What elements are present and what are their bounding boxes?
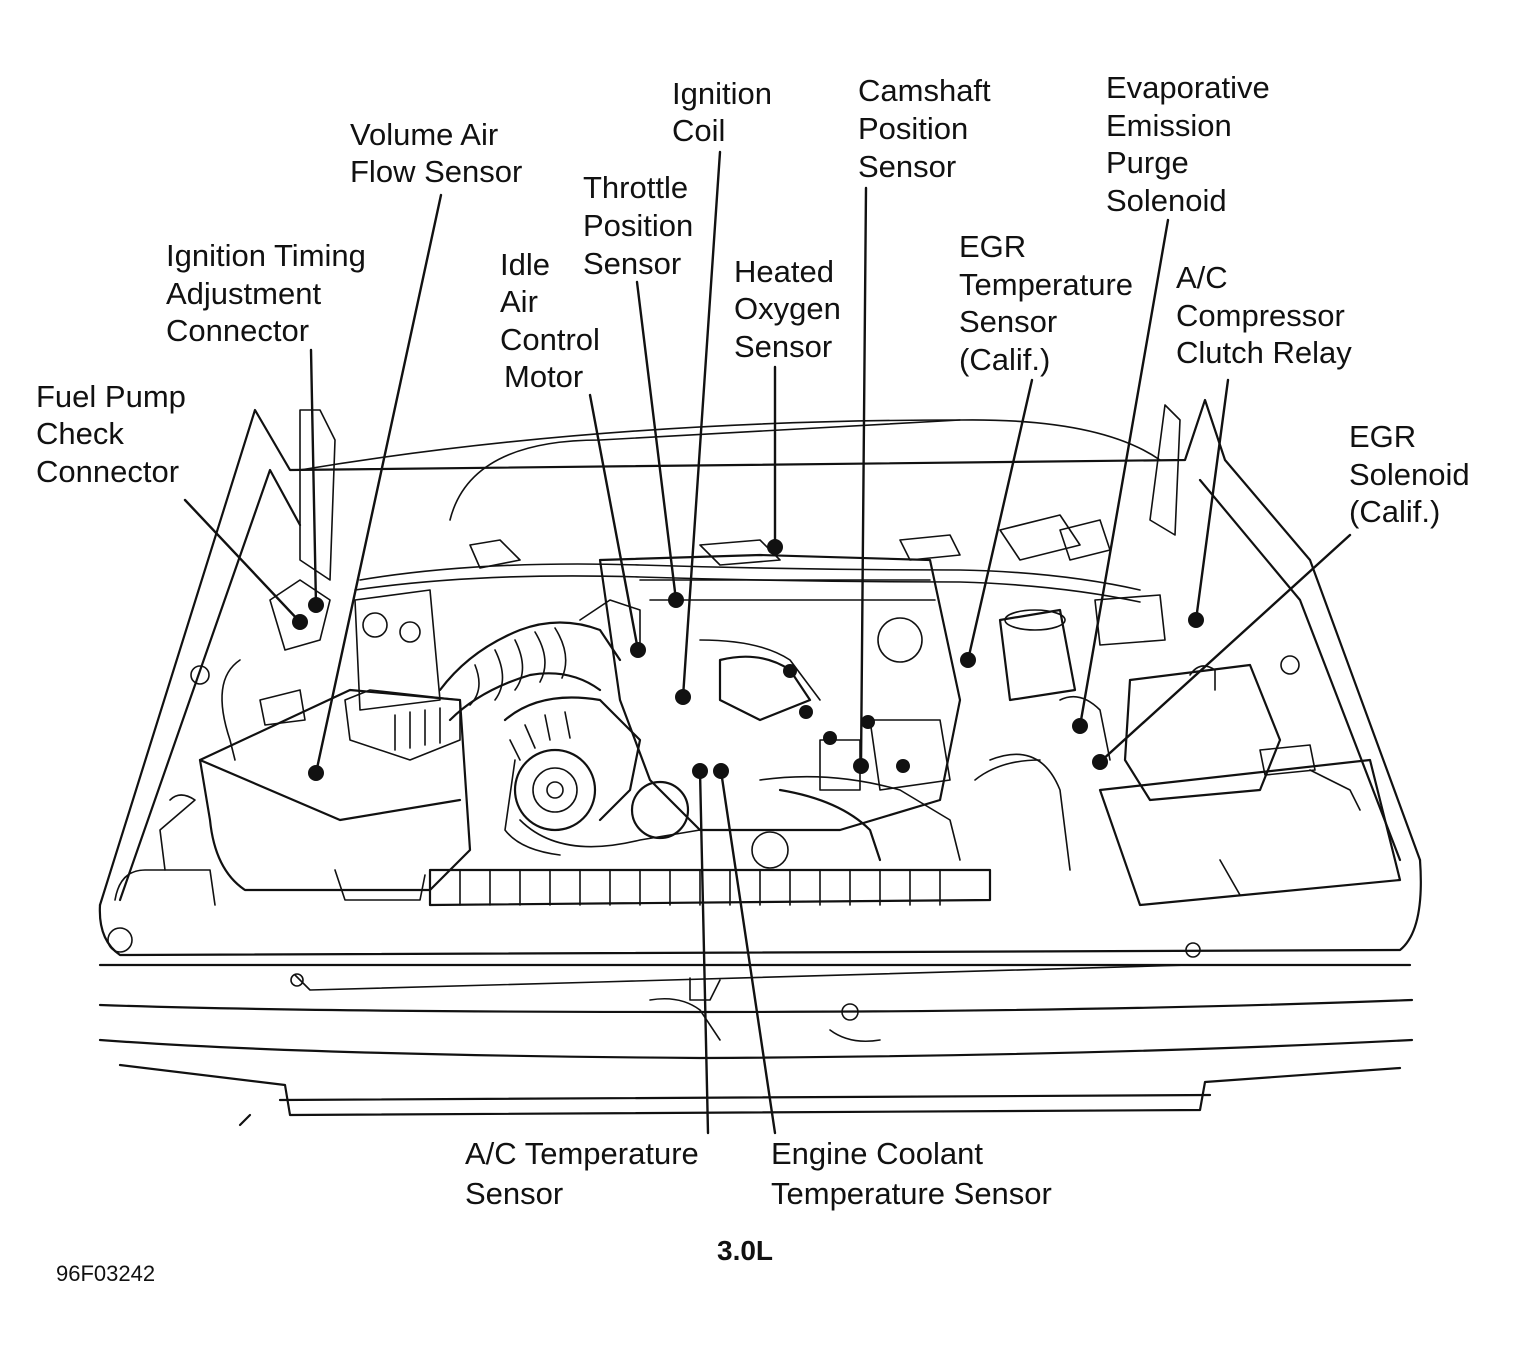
label-ac-compressor-clutch-relay: A/C Compressor Clutch Relay bbox=[1176, 260, 1353, 370]
engine-block bbox=[598, 553, 962, 862]
figure-code: 96F03242 bbox=[56, 1261, 155, 1286]
dot-ac-temperature-sensor bbox=[692, 763, 708, 779]
dot-misc-2 bbox=[799, 705, 813, 719]
left-components bbox=[159, 579, 441, 871]
dot-idle-air-control-motor bbox=[630, 642, 646, 658]
callout-labels: Volume Air Flow Sensor Ignition Coil Cam… bbox=[36, 70, 1478, 1286]
dot-throttle-position-sensor bbox=[668, 592, 684, 608]
dot-misc-5 bbox=[896, 759, 910, 773]
radiator bbox=[428, 831, 992, 907]
label-egr-temperature-sensor: EGR Temperature Sensor (Calif.) bbox=[959, 229, 1142, 377]
engine-bay-artwork bbox=[98, 398, 1422, 1127]
dot-ac-compressor-clutch-relay bbox=[1188, 612, 1204, 628]
leader-ignition-coil bbox=[681, 150, 722, 699]
label-egr-solenoid: EGR Solenoid (Calif.) bbox=[1349, 419, 1478, 529]
intake-duct bbox=[438, 599, 641, 722]
dot-egr-temperature-sensor bbox=[960, 652, 976, 668]
dot-volume-air-flow-sensor bbox=[308, 765, 324, 781]
dot-evaporative-emission-purge-solenoid bbox=[1072, 718, 1088, 734]
label-fuel-pump-check-connector: Fuel Pump Check Connector bbox=[36, 379, 195, 489]
figure-caption: 3.0L bbox=[717, 1235, 773, 1266]
label-ignition-timing-adjustment-connector: Ignition Timing Adjustment Connector bbox=[166, 238, 375, 348]
leader-ignition-timing-adjustment-connector bbox=[309, 348, 318, 607]
leader-camshaft-position-sensor bbox=[859, 186, 868, 768]
right-components bbox=[974, 594, 1402, 907]
dot-ignition-coil bbox=[675, 689, 691, 705]
leader-idle-air-control-motor bbox=[588, 393, 640, 652]
label-idle-air-control-motor: Idle Air Control Motor bbox=[500, 247, 609, 394]
label-engine-coolant-temperature-sensor: Engine Coolant Temperature Sensor bbox=[771, 1136, 1052, 1211]
leader-volume-air-flow-sensor bbox=[314, 193, 443, 775]
dot-engine-coolant-temperature-sensor bbox=[713, 763, 729, 779]
leader-ac-temperature-sensor bbox=[698, 769, 710, 1135]
dot-camshaft-position-sensor bbox=[853, 758, 869, 774]
dot-misc-1 bbox=[783, 664, 797, 678]
leader-lines bbox=[183, 150, 1352, 1135]
dot-ignition-timing-adjustment-connector bbox=[308, 597, 324, 613]
label-ignition-coil: Ignition Coil bbox=[672, 76, 781, 148]
air-cleaner-box bbox=[114, 688, 472, 906]
dot-heated-oxygen-sensor bbox=[767, 539, 783, 555]
leader-evaporative-emission-purge-solenoid bbox=[1078, 218, 1170, 728]
dot-misc-3 bbox=[823, 731, 837, 745]
label-heated-oxygen-sensor: Heated Oxygen Sensor bbox=[734, 254, 849, 364]
wiring-harness bbox=[354, 514, 1141, 603]
label-volume-air-flow-sensor: Volume Air Flow Sensor bbox=[350, 117, 522, 189]
leader-fuel-pump-check-connector bbox=[183, 498, 302, 624]
label-camshaft-position-sensor: Camshaft Position Sensor bbox=[858, 73, 999, 184]
leader-engine-coolant-temperature-sensor bbox=[719, 769, 777, 1135]
label-throttle-position-sensor: Throttle Position Sensor bbox=[583, 170, 702, 281]
alternator-and-pulleys bbox=[503, 696, 701, 856]
body-outline bbox=[98, 398, 1422, 1127]
leader-egr-solenoid bbox=[1098, 533, 1352, 764]
dot-fuel-pump-check-connector bbox=[292, 614, 308, 630]
dot-egr-solenoid bbox=[1092, 754, 1108, 770]
dot-misc-4 bbox=[861, 715, 875, 729]
leader-egr-temperature-sensor bbox=[966, 378, 1034, 662]
leader-throttle-position-sensor bbox=[635, 280, 678, 602]
leader-ac-compressor-clutch-relay bbox=[1194, 378, 1230, 622]
label-evaporative-emission-purge-solenoid: Evaporative Emission Purge Solenoid bbox=[1106, 70, 1278, 218]
label-ac-temperature-sensor: A/C Temperature Sensor bbox=[465, 1136, 707, 1211]
